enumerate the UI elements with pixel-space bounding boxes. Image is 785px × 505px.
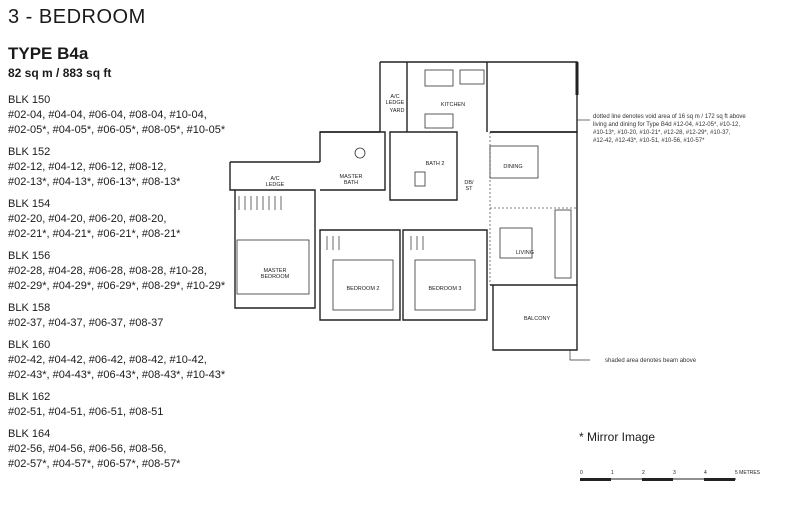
- unit-numbers: #02-04, #04-04, #06-04, #08-04, #10-04,: [8, 109, 207, 121]
- block-list: BLK 150 #02-04, #04-04, #06-04, #08-04, #…: [8, 93, 233, 479]
- unit-numbers: #02-05*, #04-05*, #06-05*, #08-05*, #10-…: [8, 124, 226, 136]
- unit-numbers: #02-29*, #04-29*, #06-29*, #08-29*, #10-…: [8, 280, 226, 292]
- unit-numbers: #02-13*, #04-13*, #06-13*, #08-13*: [8, 176, 181, 188]
- scale-tick-label: 1: [611, 470, 614, 476]
- unit-numbers: #02-37, #04-37, #06-37, #08-37: [8, 317, 164, 329]
- label-dining: DINING: [503, 164, 522, 170]
- block-name: BLK 150: [8, 94, 51, 106]
- block-entry: BLK 154 #02-20, #04-20, #06-20, #08-20, #0…: [8, 197, 233, 242]
- block-name: BLK 154: [8, 198, 51, 210]
- label-bedroom2: BEDROOM 2: [346, 286, 379, 292]
- block-name: BLK 158: [8, 302, 51, 314]
- unit-numbers: #02-56, #04-56, #06-56, #08-56,: [8, 443, 167, 455]
- void-area-note: dotted line denotes void area of 16 sq m…: [593, 113, 783, 145]
- block-entry: BLK 152 #02-12, #04-12, #06-12, #08-12, #0…: [8, 145, 233, 190]
- void-note-line: living and dining for Type B4d #12-04, #…: [593, 122, 740, 128]
- label-yard: YARD: [390, 108, 405, 114]
- scale-bar: 0 1 2 3 4 5 METRES: [580, 470, 761, 481]
- block-name: BLK 162: [8, 391, 51, 403]
- scale-tick-label: 0: [580, 470, 583, 476]
- unit-numbers: #02-57*, #04-57*, #06-57*, #08-57*: [8, 458, 181, 470]
- beam-note: shaded area denotes beam above: [605, 358, 697, 364]
- block-entry: BLK 162 #02-51, #04-51, #06-51, #08-51: [8, 390, 233, 420]
- label-db-st: DB/ST: [464, 180, 474, 192]
- label-bath2: BATH 2: [426, 161, 445, 167]
- block-entry: BLK 160 #02-42, #04-42, #06-42, #08-42, #…: [8, 338, 233, 383]
- unit-numbers: #02-28, #04-28, #06-28, #08-28, #10-28,: [8, 265, 207, 277]
- unit-numbers: #02-42, #04-42, #06-42, #08-42, #10-42,: [8, 354, 207, 366]
- scale-tick-label: 2: [642, 470, 645, 476]
- scale-tick-label: 4: [704, 470, 707, 476]
- mirror-image-note: * Mirror Image: [579, 430, 656, 444]
- unit-numbers: #02-51, #04-51, #06-51, #08-51: [8, 406, 164, 418]
- block-name: BLK 164: [8, 428, 51, 440]
- block-name: BLK 156: [8, 250, 51, 262]
- block-name: BLK 160: [8, 339, 51, 351]
- unit-numbers: #02-12, #04-12, #06-12, #08-12,: [8, 161, 167, 173]
- unit-area: 82 sq m / 883 sq ft: [8, 66, 112, 80]
- block-entry: BLK 150 #02-04, #04-04, #06-04, #08-04, #…: [8, 93, 233, 138]
- unit-numbers: #02-20, #04-20, #06-20, #08-20,: [8, 213, 167, 225]
- unit-numbers: #02-21*, #04-21*, #06-21*, #08-21*: [8, 228, 181, 240]
- void-note-line: #12-42, #12-43*, #10-51, #10-56, #10-57*: [593, 138, 705, 144]
- label-bedroom3: BEDROOM 3: [428, 286, 461, 292]
- label-balcony: BALCONY: [524, 316, 551, 322]
- scale-tick-label: 5 METRES: [735, 470, 761, 476]
- block-entry: BLK 156 #02-28, #04-28, #06-28, #08-28, #…: [8, 249, 233, 294]
- block-entry: BLK 164 #02-56, #04-56, #06-56, #08-56, #0…: [8, 427, 233, 472]
- label-kitchen: KITCHEN: [441, 102, 465, 108]
- label-living: LIVING: [516, 250, 534, 256]
- scale-tick-label: 3: [673, 470, 676, 476]
- unit-numbers: #02-43*, #04-43*, #06-43*, #08-43*, #10-…: [8, 369, 226, 381]
- unit-type: TYPE B4a: [8, 44, 89, 63]
- void-note-line: #10-13*, #10-20, #10-21*, #12-28, #12-29…: [593, 130, 731, 136]
- block-entry: BLK 158 #02-37, #04-37, #06-37, #08-37: [8, 301, 233, 331]
- block-name: BLK 152: [8, 146, 51, 158]
- void-note-line: dotted line denotes void area of 16 sq m…: [593, 114, 746, 120]
- page-title: 3 - BEDROOM: [8, 6, 146, 28]
